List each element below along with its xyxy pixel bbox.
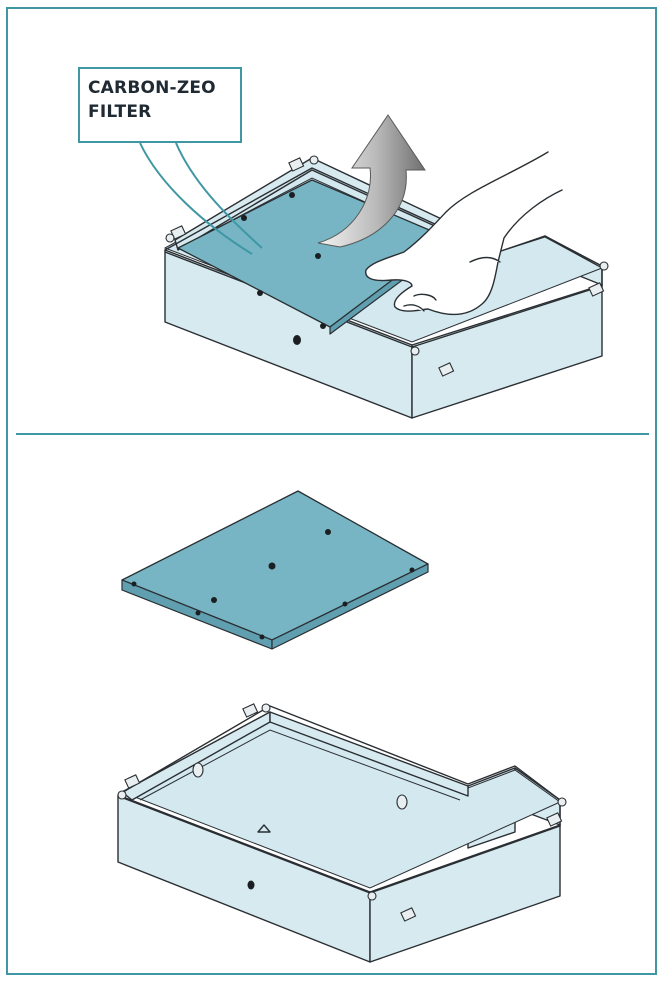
callout-leader [139,142,263,255]
filter-callout-label: CARBON-ZEO FILTER [78,67,242,143]
tray-empty [117,703,567,963]
callout-line-2: FILTER [88,102,152,122]
callout-line-1: CARBON-ZEO [88,78,216,98]
carbon-zeo-filter-removed [121,490,429,650]
step-lift-filter-illustration [139,114,609,419]
curved-up-arrow-icon [317,114,426,248]
step-filter-removed-illustration [117,490,567,963]
hand-icon [365,151,563,316]
panel-divider [16,433,649,435]
